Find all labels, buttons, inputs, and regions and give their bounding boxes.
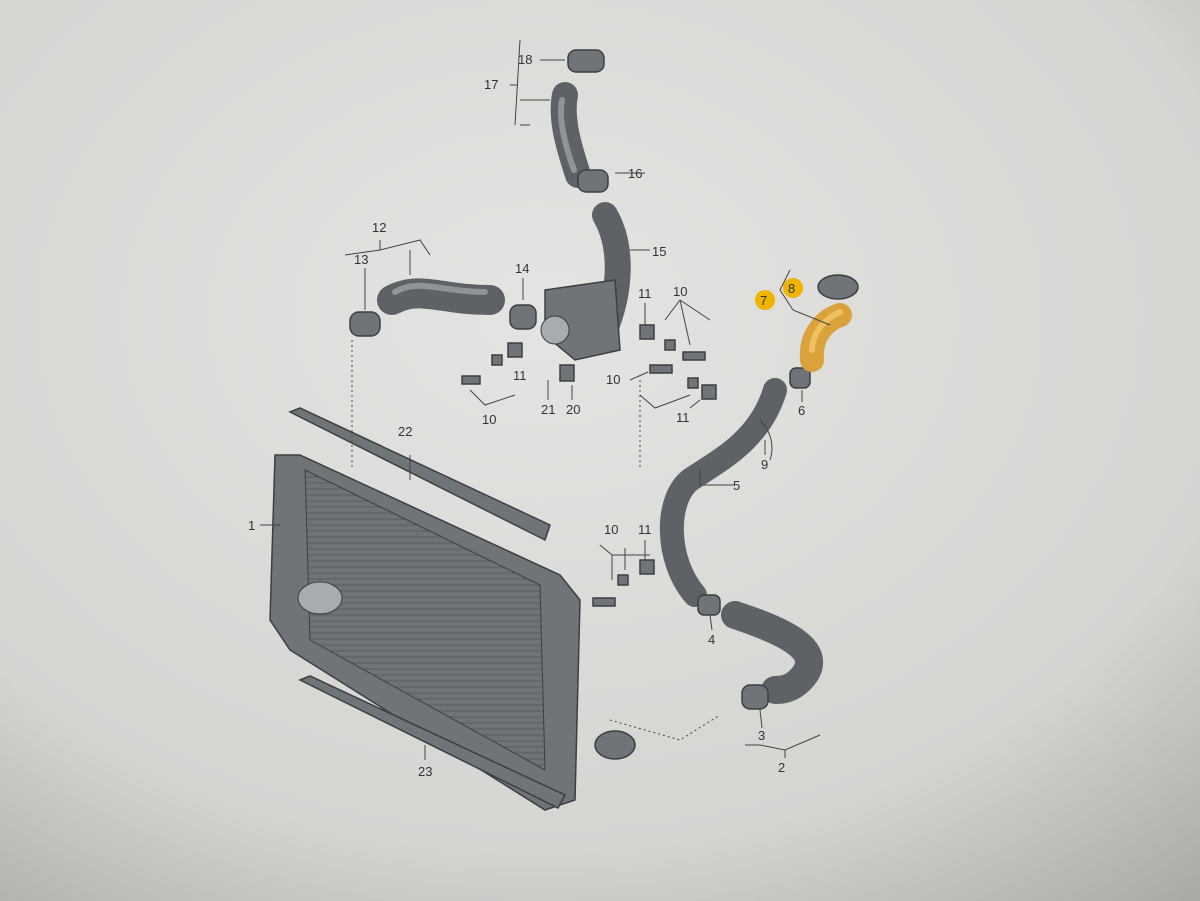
label-22[interactable]: 22 [398,424,412,439]
clamp-3[interactable] [741,684,769,710]
hose-17[interactable] [550,82,591,188]
label-14[interactable]: 14 [515,261,529,276]
pipe-15[interactable] [540,202,631,361]
label-10[interactable]: 10 [482,412,496,427]
label-23[interactable]: 23 [418,764,432,779]
label-10[interactable]: 10 [604,522,618,537]
label-11[interactable]: 11 [638,522,652,537]
part-labels: 18 17 16 15 12 13 14 11 10 11 10 11 21 2… [248,52,805,779]
label-13[interactable]: 13 [354,252,368,267]
label-8[interactable]: 8 [788,281,795,296]
highlight-7 [755,290,775,310]
clamp-16[interactable] [577,169,609,193]
clamp-14[interactable] [509,304,537,330]
label-20[interactable]: 20 [566,402,580,417]
clamp-4[interactable] [697,594,721,616]
label-5[interactable]: 5 [733,478,740,493]
label-16[interactable]: 16 [628,166,642,181]
label-11[interactable]: 11 [513,368,527,383]
label-21[interactable]: 21 [541,402,555,417]
label-6[interactable]: 6 [798,403,805,418]
hose-7-highlighted[interactable] [799,303,852,372]
clamp-18[interactable] [567,49,605,73]
label-10[interactable]: 10 [606,372,620,387]
label-4[interactable]: 4 [708,632,715,647]
air-guide-lower[interactable] [298,675,567,809]
label-9[interactable]: 9 [761,457,768,472]
air-guide-upper[interactable] [288,407,551,542]
label-12[interactable]: 12 [372,220,386,235]
label-15[interactable]: 15 [652,244,666,259]
label-7[interactable]: 7 [760,293,767,308]
highlight-8 [783,278,803,298]
intercooler[interactable] [269,454,636,811]
label-11[interactable]: 11 [676,410,690,425]
label-11[interactable]: 11 [638,286,652,301]
pipe-5[interactable] [659,378,787,607]
hose-2[interactable] [721,601,823,704]
label-3[interactable]: 3 [758,728,765,743]
clamp-6[interactable] [789,367,811,389]
label-2[interactable]: 2 [778,760,785,775]
label-17[interactable]: 17 [484,77,498,92]
fasteners [461,324,717,607]
leader-lines [260,39,831,760]
label-18[interactable]: 18 [518,52,532,67]
hose-12[interactable] [377,278,505,315]
clamp-13[interactable] [349,311,381,337]
label-1[interactable]: 1 [248,518,255,533]
label-10[interactable]: 10 [673,284,687,299]
clamp-8[interactable] [817,274,859,300]
